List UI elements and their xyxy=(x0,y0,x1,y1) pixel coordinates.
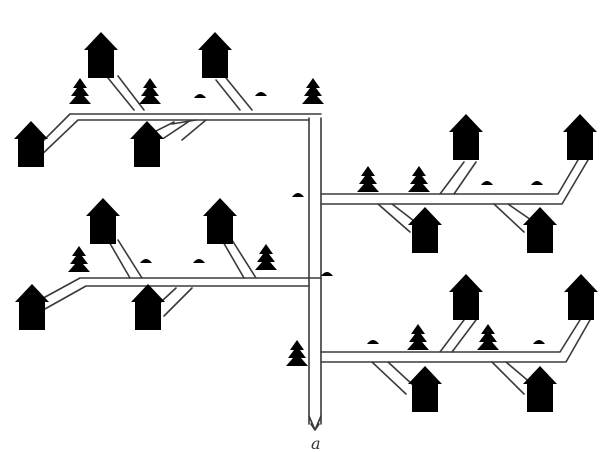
mushroom-icon xyxy=(481,181,493,193)
house-icon xyxy=(449,274,483,320)
house-icon xyxy=(563,114,597,160)
house-icon xyxy=(408,207,442,253)
house-icon xyxy=(523,366,557,412)
house-icon xyxy=(14,121,48,167)
houses xyxy=(14,32,598,412)
mushroom-icon xyxy=(533,340,545,352)
mushroom-icon xyxy=(255,92,267,104)
house-icon xyxy=(203,198,237,244)
road-network xyxy=(35,75,591,431)
outlet-label: a xyxy=(311,434,321,452)
mushroom-icon xyxy=(140,259,152,271)
house-icon xyxy=(449,114,483,160)
fir-tree-icon xyxy=(357,166,379,197)
mushroom-icon xyxy=(193,259,205,271)
house-icon xyxy=(523,207,557,253)
arrow-down-icon xyxy=(308,415,322,431)
house-icon xyxy=(86,198,120,244)
house-icon xyxy=(198,32,232,78)
fir-tree-icon xyxy=(68,246,90,277)
house-icon xyxy=(84,32,118,78)
branch-upper-right xyxy=(320,159,589,205)
house-icon xyxy=(131,284,165,330)
fir-tree-icon xyxy=(69,78,91,109)
house-icon xyxy=(564,274,598,320)
mushroom-icon xyxy=(531,181,543,193)
mushroom-icon xyxy=(194,94,206,106)
branch-upper-left xyxy=(35,113,322,161)
house-icon xyxy=(130,121,164,167)
branch-lower-left xyxy=(35,277,322,315)
mushroom-icon xyxy=(321,272,333,284)
fir-tree-icon xyxy=(139,78,161,109)
mushroom-icon xyxy=(367,340,379,352)
fir-tree-icon xyxy=(408,166,430,197)
fir-tree-icon xyxy=(286,340,308,371)
fir-tree-icon xyxy=(302,78,324,109)
mushrooms xyxy=(140,92,545,352)
branch-lower-right xyxy=(320,319,591,363)
main-road xyxy=(308,117,322,425)
fir-tree-icon xyxy=(407,324,429,355)
house-icon xyxy=(408,366,442,412)
house-icon xyxy=(15,284,49,330)
fir-tree-icon xyxy=(477,324,499,355)
fir-tree-icon xyxy=(255,244,277,275)
mushroom-icon xyxy=(292,193,304,205)
